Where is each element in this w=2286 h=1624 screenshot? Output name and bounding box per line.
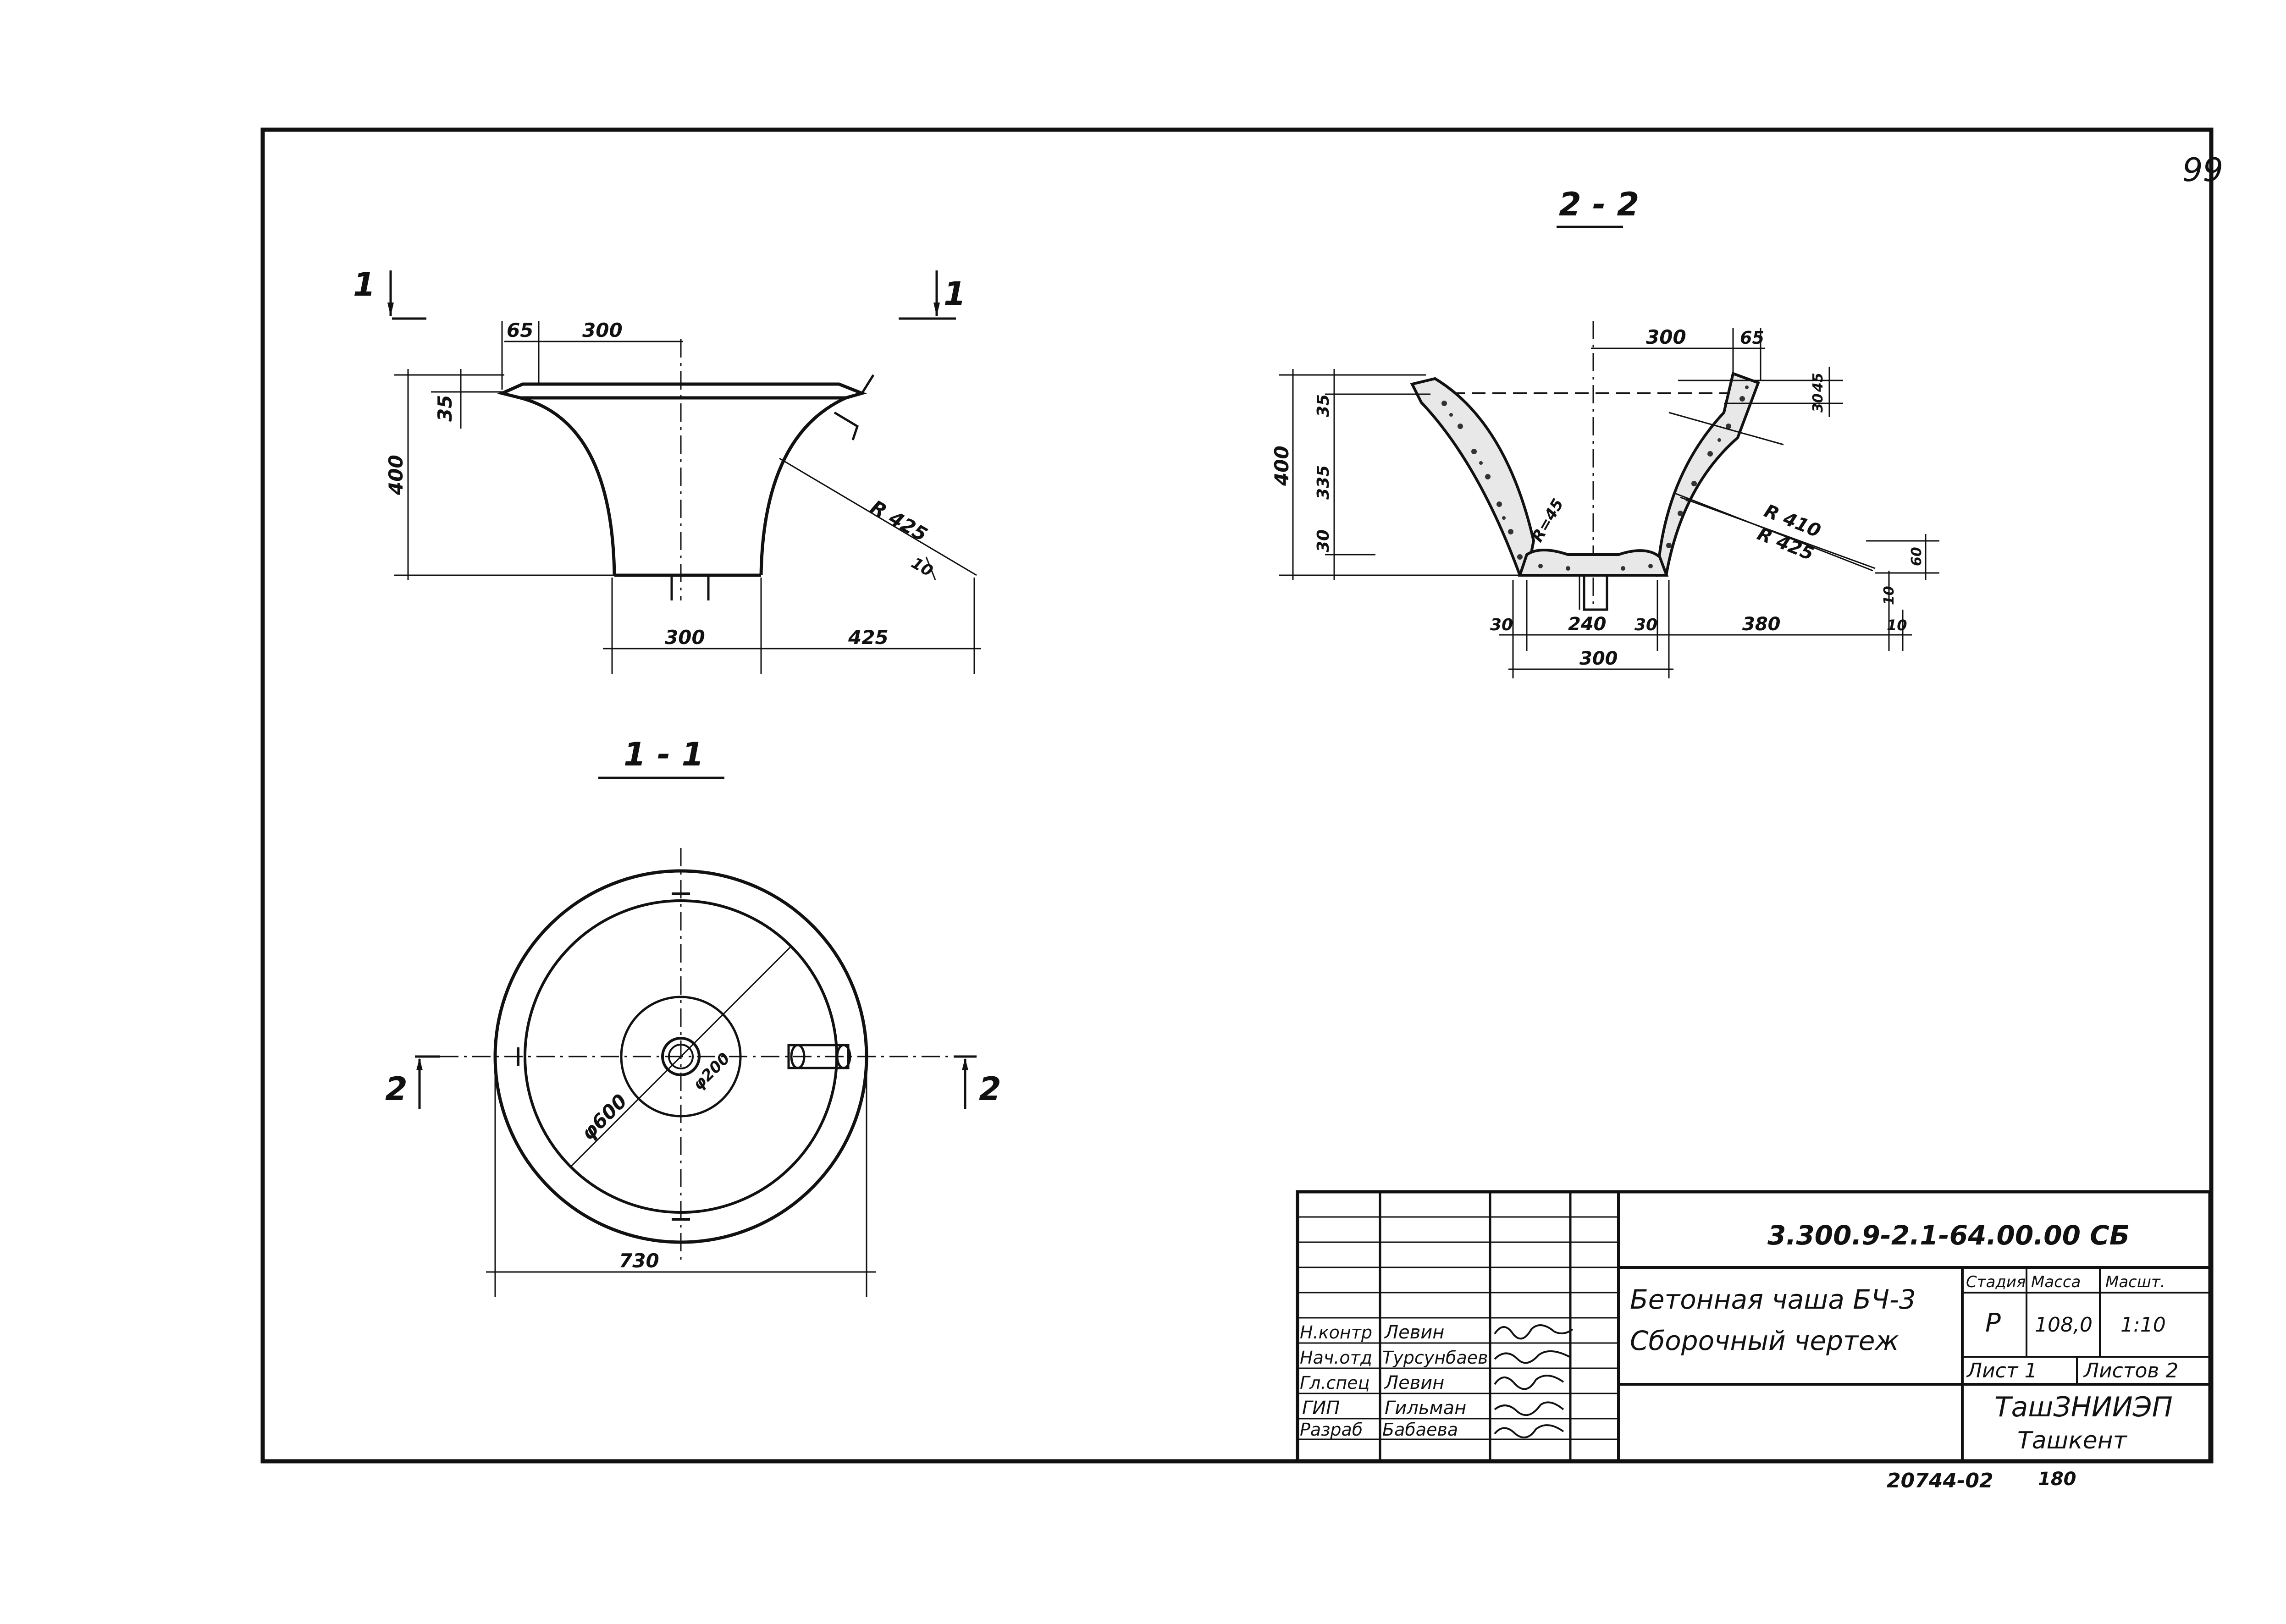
organization-line-2: Ташкент: [2017, 1427, 2128, 1454]
section-dim-240: 240: [1568, 614, 1607, 635]
cut-mark-2-right: 2: [979, 1070, 1001, 1108]
role-razrab: Разраб: [1300, 1420, 1363, 1440]
role-gl-spec-name: Левин: [1384, 1372, 1444, 1393]
side-dim-65: 65: [507, 319, 533, 341]
section-dim-65: 65: [1740, 328, 1764, 348]
role-gl-spec: Гл.спец: [1300, 1373, 1370, 1393]
scale-value: 1:10: [2120, 1313, 2166, 1337]
section-dim-35: 35: [1314, 394, 1333, 417]
role-nach-otd-name: Турсунбаев: [1382, 1348, 1488, 1368]
cut-mark-1-left: 1: [353, 266, 375, 303]
signatures: [1494, 1324, 1574, 1438]
section-dim-30-bottom-left: 30: [1490, 616, 1513, 634]
drawing-title-line-2: Сборочный чертеж: [1630, 1325, 1899, 1356]
cut-mark-2-left: 2: [385, 1070, 408, 1108]
side-dim-300-top: 300: [582, 319, 623, 341]
role-gip: ГИП: [1302, 1398, 1340, 1419]
section-dim-10: 10: [1881, 586, 1897, 605]
plan-diameter-600: φ600: [576, 1090, 631, 1145]
sheet-label: Лист 1: [1966, 1359, 2037, 1382]
organization-line-1: ТашЗНИИЭП: [1994, 1391, 2173, 1423]
role-n-kontr: Н.контр: [1300, 1322, 1372, 1343]
section-dim-30-bottom-mid: 30: [1634, 616, 1657, 634]
cut-mark-1-right: 1: [944, 275, 966, 313]
plan-dim-730: 730: [619, 1250, 659, 1272]
role-nach-otd: Нач.отд: [1300, 1348, 1372, 1368]
section-dim-400: 400: [1270, 446, 1293, 486]
plan-view: 1 - 1 2 2 φ600 φ200 7: [385, 736, 1001, 1297]
mass-value: 108,0: [2035, 1313, 2093, 1337]
sheet-number: 99: [2182, 151, 2223, 189]
mass-header: Масса: [2031, 1273, 2081, 1291]
section-dim-right-a: 30: [1810, 393, 1826, 413]
section-radius-45: R=45: [1528, 495, 1568, 545]
cross-section-view: 2 - 2 300 65: [1270, 186, 1939, 678]
section-dim-60: 60: [1909, 547, 1925, 566]
role-razrab-name: Бабаева: [1382, 1420, 1458, 1440]
side-dim-400: 400: [385, 455, 407, 495]
section-dim-380: 380: [1742, 614, 1781, 635]
section-dim-right-b: 45: [1810, 373, 1826, 392]
sheets-label: Листов 2: [2083, 1359, 2178, 1382]
scale-header: Масшт.: [2105, 1273, 2165, 1291]
section-dim-300-bottom: 300: [1579, 648, 1618, 669]
title-block: 3.300.9-2.1-64.00.00 СБ Бетонная чаша БЧ…: [1296, 1190, 2212, 1463]
drawing-title-line-1: Бетонная чаша БЧ-3: [1630, 1284, 1916, 1315]
side-view: 1 1 65 300 35 400 R 425 10: [353, 266, 981, 674]
page-number: 180: [2038, 1469, 2076, 1490]
role-n-kontr-name: Левин: [1384, 1322, 1444, 1343]
sheet-frame: [260, 127, 2214, 1464]
section-1-1-title: 1 - 1: [624, 736, 704, 773]
section-dim-300-top: 300: [1646, 326, 1686, 348]
side-dim-300-bottom: 300: [665, 626, 705, 649]
archive-number: 20744-02: [1887, 1469, 1993, 1492]
stage-value: Р: [1985, 1308, 2001, 1338]
section-dim-30-left: 30: [1314, 529, 1333, 552]
side-dim-10: 10: [908, 554, 936, 580]
document-code: 3.300.9-2.1-64.00.00 СБ: [1767, 1220, 2130, 1251]
role-gip-name: Гильман: [1385, 1398, 1466, 1419]
section-dim-335: 335: [1314, 465, 1333, 500]
section-2-2-title: 2 - 2: [1559, 186, 1639, 223]
side-dim-35: 35: [434, 395, 456, 422]
side-radius: R 425: [867, 495, 931, 546]
section-dim-10-bottom: 10: [1887, 617, 1907, 634]
side-dim-425: 425: [848, 626, 889, 649]
stage-header: Стадия: [1966, 1273, 2026, 1291]
